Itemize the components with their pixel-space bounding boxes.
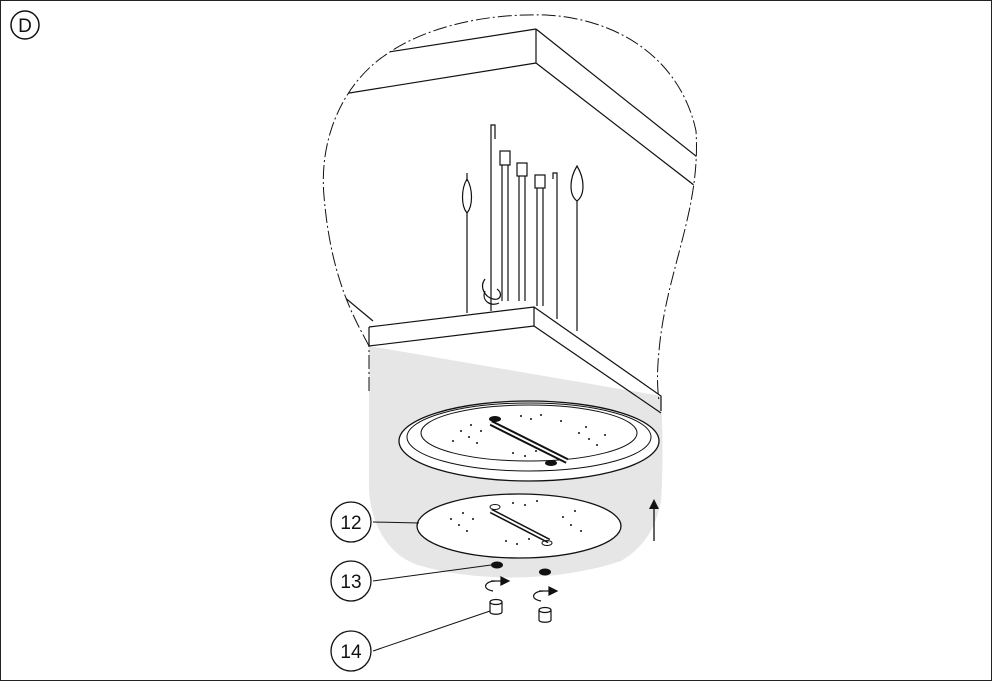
cap-icon (489, 598, 503, 615)
detail-outline (322, 14, 697, 402)
up-arrow-icon (649, 499, 659, 541)
hole-icon (491, 561, 503, 569)
ceiling-panel (368, 306, 662, 414)
callout-12: 12 (330, 501, 372, 543)
hose-bundle (461, 124, 584, 331)
callout-label: 12 (340, 513, 361, 534)
rotate-arrow-icon (485, 576, 511, 592)
spray-plate (416, 493, 622, 559)
callout-label: 14 (340, 642, 362, 663)
callout-14: 14 (330, 630, 372, 672)
shower-housing (398, 400, 660, 482)
step-marker: D (10, 10, 40, 40)
step-label: D (18, 16, 32, 37)
callout-label: 13 (340, 572, 361, 593)
callout-13: 13 (330, 560, 372, 602)
cap-icon (538, 606, 552, 623)
hole-icon (539, 568, 551, 576)
rotate-arrow-icon (533, 586, 559, 602)
leader-lines (372, 521, 492, 652)
ceiling-box (330, 28, 697, 322)
